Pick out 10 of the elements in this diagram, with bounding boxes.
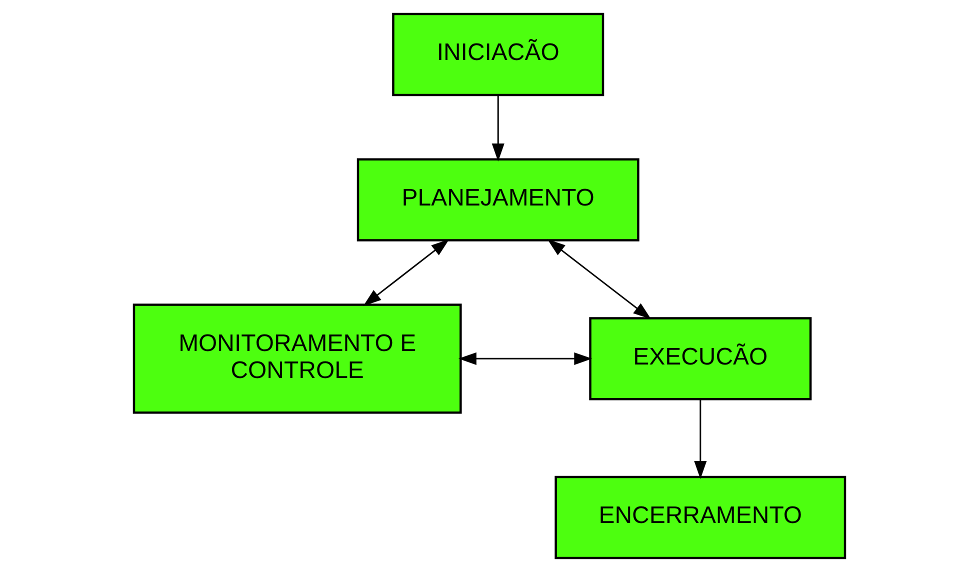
arrow [458,352,592,365]
arrow [492,95,504,162]
arrow [694,400,707,479]
node-box: MONITORAMENTO E CONTROLE [132,304,462,414]
node-box: EXECUCÃO [589,317,812,400]
node-box: PLANEJAMENTO [356,158,640,242]
arrow [547,239,652,320]
node-box: ENCERRAMENTO [554,476,846,560]
arrow [363,239,450,306]
node-box: INICIACÃO [392,12,604,96]
